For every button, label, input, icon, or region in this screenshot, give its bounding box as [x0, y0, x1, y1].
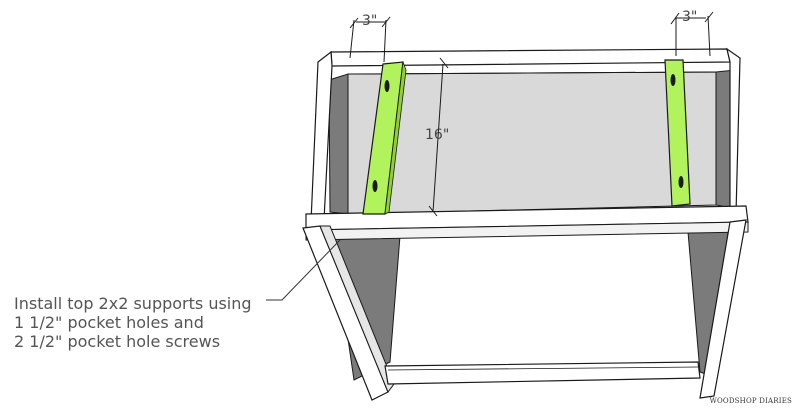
instruction-callout: Install top 2x2 supports using 1 1/2" po…	[14, 294, 252, 351]
bottom-front-rail	[384, 361, 701, 385]
callout-leader	[266, 239, 341, 301]
left-side-panel	[328, 73, 349, 215]
depth-label: 16"	[425, 127, 450, 143]
right-2x2-support	[664, 59, 691, 207]
left-inset-label: 3"	[362, 13, 378, 29]
right-inset-label: 3"	[682, 9, 698, 25]
front-right-leg	[699, 219, 747, 399]
pocket-hole-icon	[384, 80, 390, 92]
left-back-stile	[310, 50, 333, 223]
left-2x2-support-side	[384, 61, 407, 215]
pocket-hole-icon	[670, 74, 676, 86]
callout-line-2: 1 1/2" pocket holes and	[14, 313, 204, 332]
left-inset-dimension	[349, 16, 391, 63]
pocket-hole-icon	[372, 180, 378, 192]
pocket-hole-icon	[678, 176, 684, 188]
frame-inner-edge	[347, 71, 717, 75]
depth-dimension	[428, 57, 449, 217]
bottom-rail-edge	[387, 366, 699, 371]
callout-line-3: 2 1/2" pocket hole screws	[14, 332, 221, 351]
watermark-logo: WOODSHOP DIARIES	[709, 397, 792, 405]
callout-line-1: Install top 2x2 supports using	[14, 294, 252, 313]
right-inset-dimension	[670, 11, 714, 57]
